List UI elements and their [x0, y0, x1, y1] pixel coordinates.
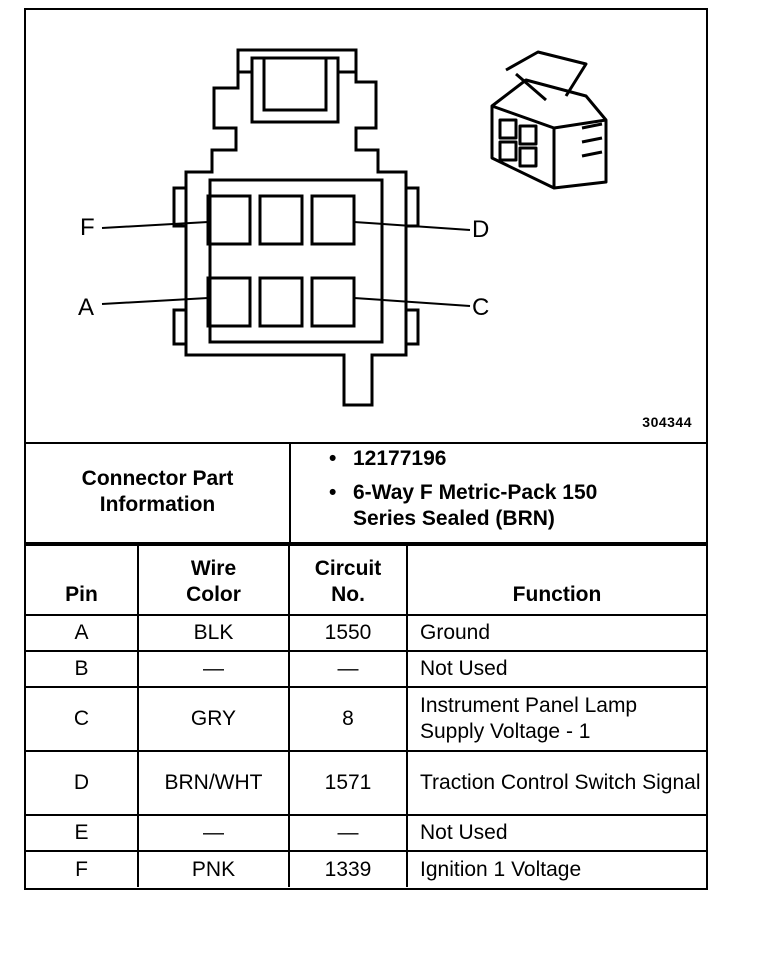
pin-label-f: F — [80, 214, 95, 241]
pin-label-d: D — [472, 216, 490, 243]
cell-circuit: 1550 — [288, 614, 408, 652]
connector-info-bullet: • 6-Way F Metric-Pack 150 Series Sealed … — [291, 480, 653, 532]
cell-wire: PNK — [137, 850, 290, 887]
table-row: B — — Not Used — [26, 650, 706, 688]
pinout-table: Pin Wire Color Circuit No. Function A BL… — [26, 544, 706, 887]
table-row: E — — Not Used — [26, 814, 706, 852]
cell-circuit: 1571 — [288, 750, 408, 816]
cell-wire: — — [137, 814, 290, 852]
connector-description: 6-Way F Metric-Pack 150 Series Sealed (B… — [353, 481, 598, 530]
bullet-icon: • — [329, 481, 337, 504]
header-wire-color-text: Wire Color — [186, 557, 241, 606]
pin-label-c: C — [472, 294, 490, 321]
table-row: D BRN/WHT 1571 Traction Control Switch S… — [26, 750, 706, 816]
header-circuit-text: Circuit No. — [314, 557, 382, 606]
cell-pin: F — [26, 850, 139, 887]
bullet-icon: • — [329, 447, 337, 470]
figure-reference-number: 304344 — [642, 414, 692, 430]
cell-wire: BLK — [137, 614, 290, 652]
connector-part-number: 12177196 — [353, 447, 447, 470]
cell-function: Instrument Panel Lamp Supply Voltage - 1 — [406, 686, 706, 752]
cell-pin: A — [26, 614, 139, 652]
cell-pin: D — [26, 750, 139, 816]
connector-info-bullet: • 12177196 — [291, 446, 653, 472]
header-circuit: Circuit No. — [288, 544, 408, 616]
cell-pin: C — [26, 686, 139, 752]
table-row: A BLK 1550 Ground — [26, 614, 706, 652]
cell-wire: GRY — [137, 686, 290, 752]
cell-circuit: 1339 — [288, 850, 408, 887]
cell-function: Not Used — [406, 814, 706, 852]
cell-function: Traction Control Switch Signal — [406, 750, 706, 816]
cell-wire: BRN/WHT — [137, 750, 290, 816]
connector-figure: F D A C 304344 — [26, 10, 706, 444]
table-header-row: Pin Wire Color Circuit No. Function — [26, 544, 706, 616]
table-row: C GRY 8 Instrument Panel Lamp Supply Vol… — [26, 686, 706, 752]
connector-part-info: Connector Part Information • 12177196 • … — [26, 442, 706, 544]
cell-function: Not Used — [406, 650, 706, 688]
connector-sheet: F D A C 304344 Connector Part Informatio… — [24, 8, 708, 890]
pin-label-a: A — [78, 294, 95, 321]
cell-pin: B — [26, 650, 139, 688]
header-wire-color: Wire Color — [137, 544, 290, 616]
cell-wire: — — [137, 650, 290, 688]
cell-function: Ignition 1 Voltage — [406, 850, 706, 887]
cell-circuit: — — [288, 650, 408, 688]
header-pin: Pin — [26, 544, 139, 616]
cell-circuit: — — [288, 814, 408, 852]
header-function: Function — [406, 544, 706, 616]
table-row: F PNK 1339 Ignition 1 Voltage — [26, 850, 706, 887]
cell-pin: E — [26, 814, 139, 852]
connector-info-label: Connector Part Information — [26, 442, 291, 542]
cell-circuit: 8 — [288, 686, 408, 752]
connector-info-bullets: • 12177196 • 6-Way F Metric-Pack 150 Ser… — [291, 446, 653, 532]
cell-function: Ground — [406, 614, 706, 652]
connector-face-drawing — [101, 48, 608, 407]
